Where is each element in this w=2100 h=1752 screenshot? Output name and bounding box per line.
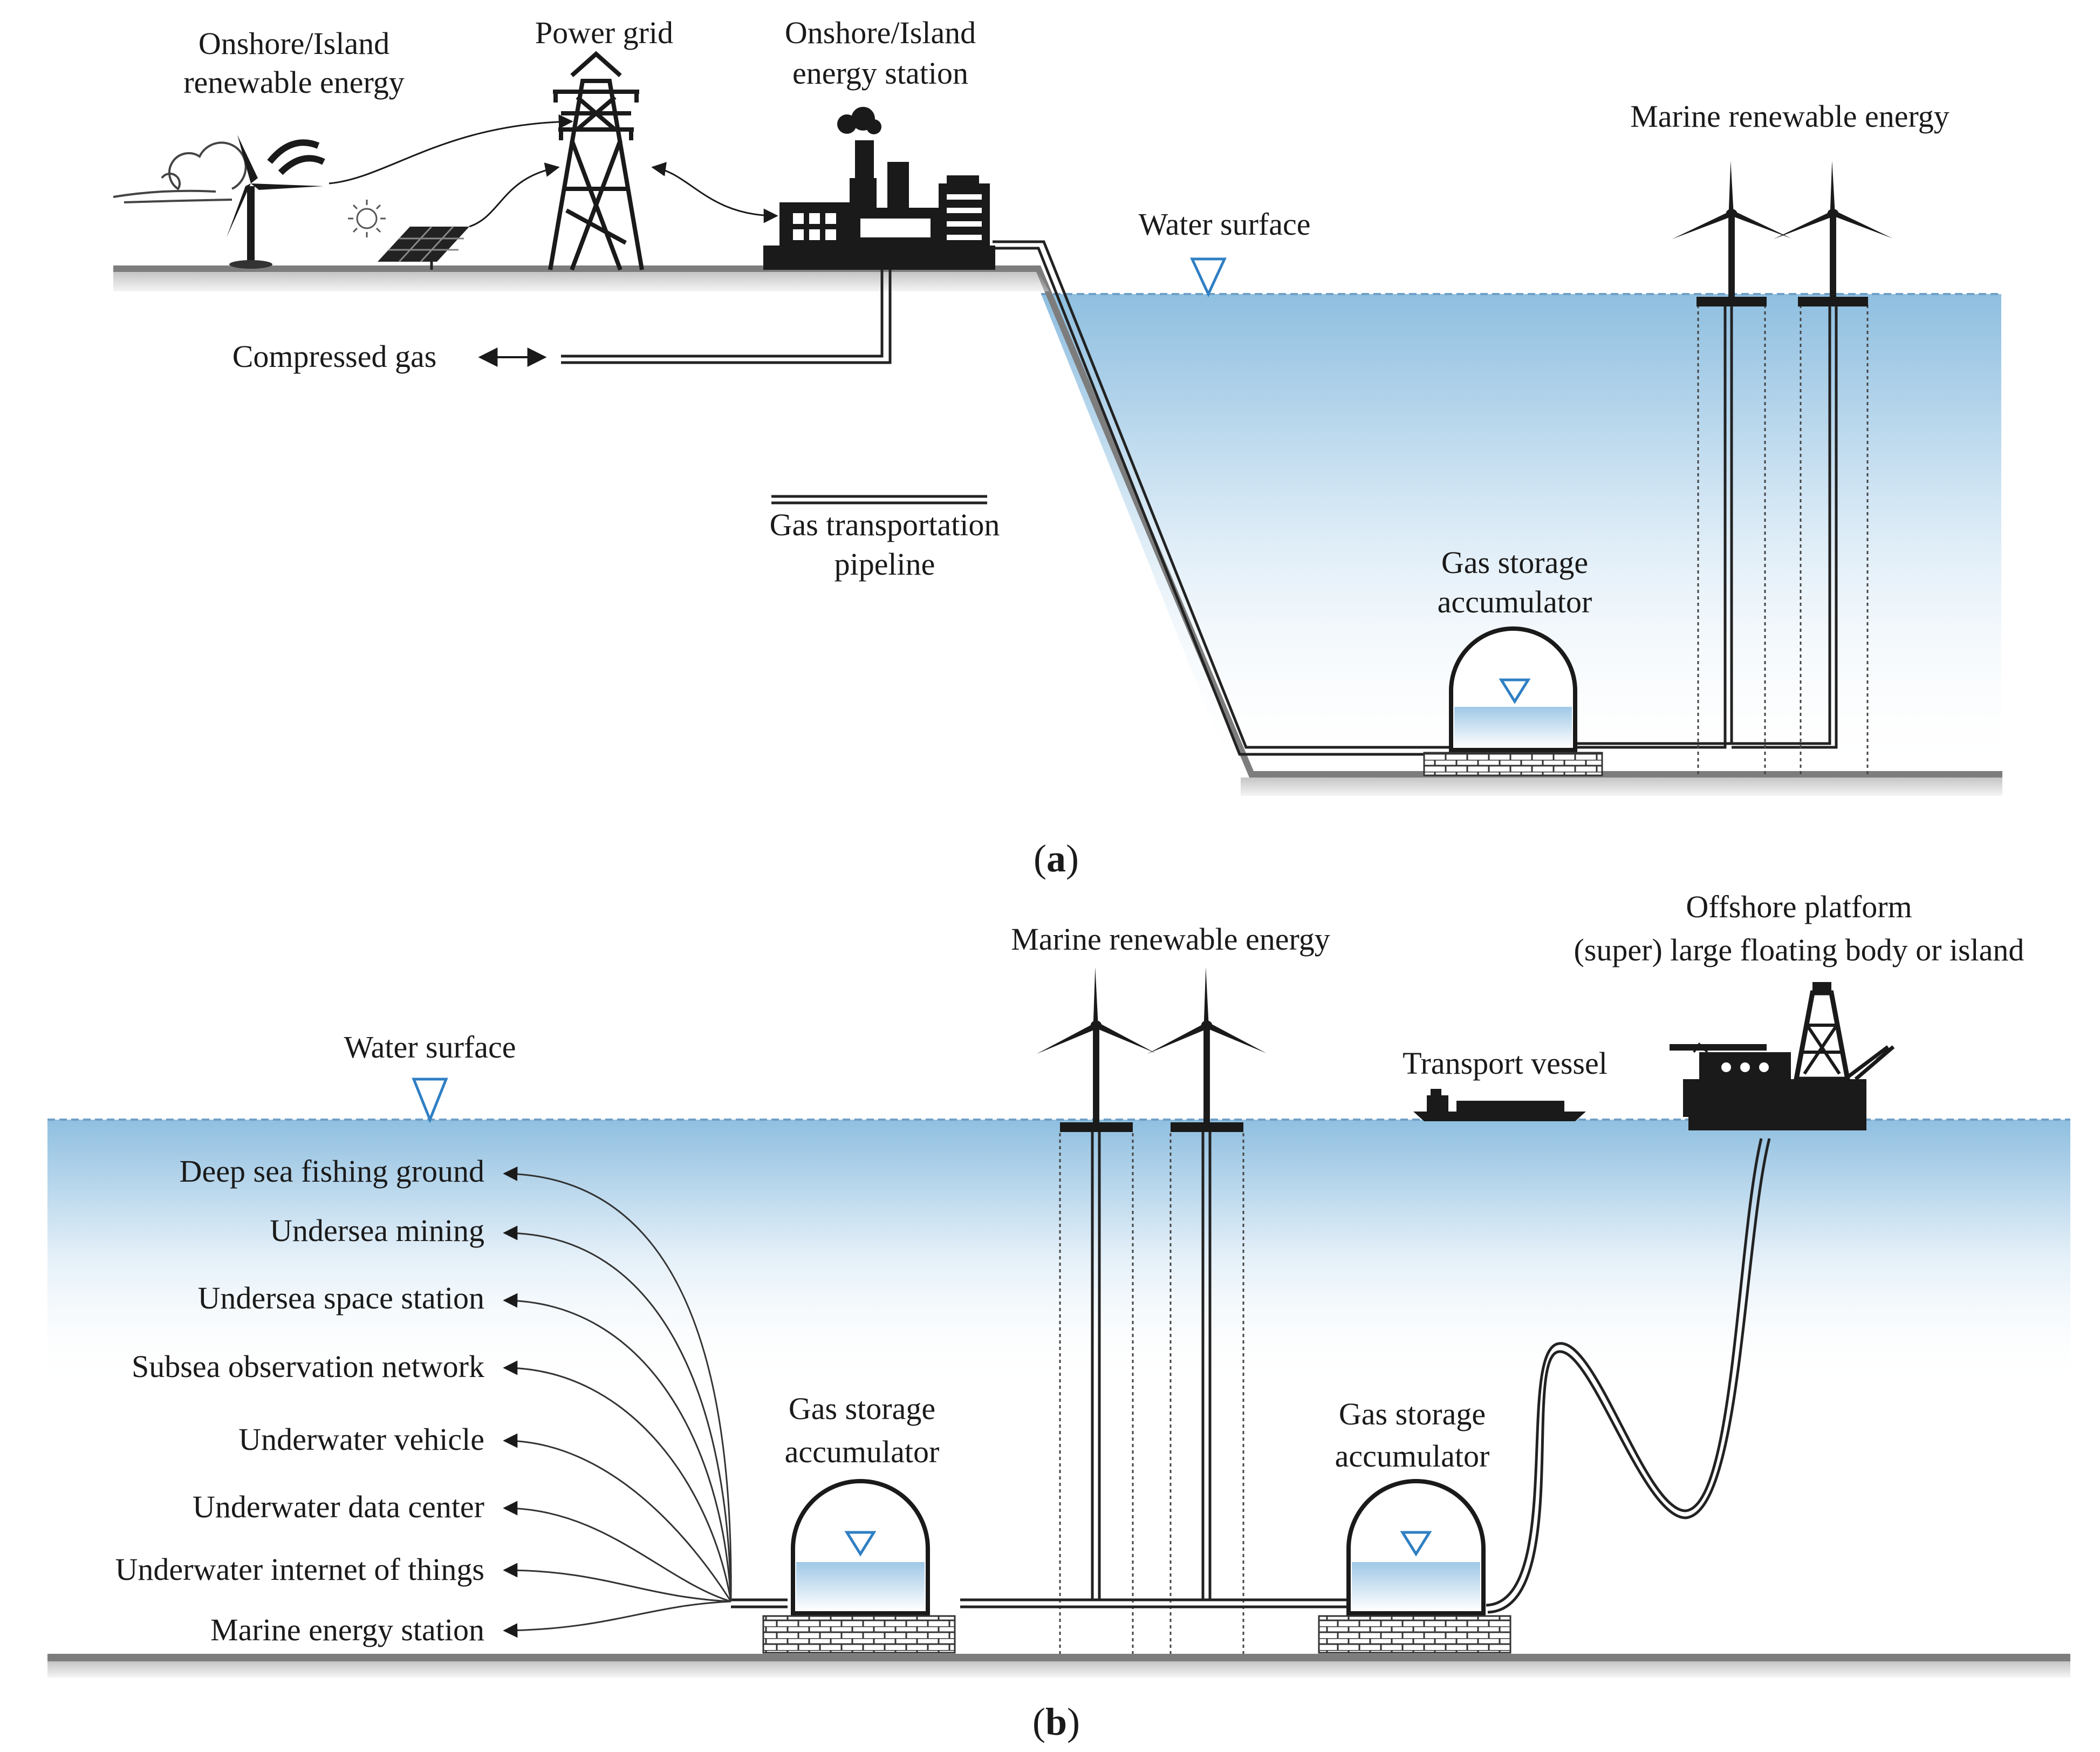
sea-area [1041,294,2001,780]
application-connectors [503,1166,732,1638]
application-item: Underwater vehicle [238,1422,484,1457]
application-list: Deep sea fishing ground Undersea mining … [115,1154,484,1647]
label-onshore-renewable-line2: renewable energy [183,65,405,100]
water-level-marker-icon [412,1078,448,1123]
label-platform-line2: (super) large floating body or island [1574,932,2024,967]
label-energy-station-line2: energy station [792,56,968,91]
offshore-wind-turbine-icon [1147,967,1267,1132]
label-water-surface-a: Water surface [1139,207,1311,242]
factory-icon [763,107,995,270]
label-accumulator-a: Gas storage [1441,545,1588,580]
panel-a: Onshore/Island renewable energy Power gr… [113,15,2002,880]
label-accumulator-a-line2: accumulator [1438,584,1592,619]
label-pipeline-line2: pipeline [834,547,935,582]
label-accumulator-b-left: Gas storage [789,1391,935,1426]
caption-b: (b) [1032,1700,1080,1743]
gas-storage-dome-icon [762,1479,956,1654]
label-energy-station: Onshore/Island [785,15,976,50]
label-marine-renewable-b: Marine renewable energy [1011,922,1330,957]
label-power-grid: Power grid [535,15,673,50]
application-item: Subsea observation network [132,1349,484,1384]
mooring-lines [1697,305,1869,777]
application-item: Deep sea fishing ground [180,1154,484,1189]
application-item: Undersea space station [198,1280,484,1315]
panel-b: Marine renewable energy Offshore platfor… [47,889,2070,1743]
label-pipeline: Gas transportation [770,507,1000,542]
label-marine-renewable-a: Marine renewable energy [1630,99,1949,134]
pipeline-network-b [731,1130,1771,1614]
seabed-b [47,1654,2070,1661]
offshore-wind-turbine-icon [1773,160,1893,306]
label-accumulator-b-right-line2: accumulator [1335,1439,1490,1474]
label-onshore-renewable: Onshore/Island [199,26,389,61]
mooring-lines-b [1059,1133,1244,1654]
sun-icon [348,200,386,237]
label-compressed-gas: Compressed gas [232,339,437,374]
offshore-wind-turbine-icon [1036,967,1156,1132]
label-platform: Offshore platform [1686,889,1912,924]
transport-vessel-icon [1413,1089,1586,1121]
application-item: Underwater data center [193,1489,484,1524]
offshore-platform-icon [1670,982,1895,1130]
ground-line [113,265,2002,778]
gas-storage-dome-icon [1423,626,1603,776]
caption-a: (a) [1034,837,1079,880]
label-accumulator-b-left-line2: accumulator [785,1434,940,1469]
wind-turbine-icon [113,135,325,269]
application-item: Undersea mining [270,1213,484,1248]
application-item: Underwater internet of things [115,1552,484,1587]
solar-panel-icon [378,226,469,270]
pipeline-network [561,240,1838,756]
offshore-wind-turbine-icon [1672,160,1791,306]
application-item: Marine energy station [210,1612,484,1647]
transmission-tower-icon [548,51,644,271]
gas-storage-dome-icon [1318,1479,1511,1654]
label-transport-vessel: Transport vessel [1403,1046,1608,1081]
water-level-marker-icon [1190,257,1227,297]
label-accumulator-b-right: Gas storage [1339,1396,1486,1431]
sea-area-b [47,1120,2070,1659]
label-water-surface-b: Water surface [344,1030,516,1065]
